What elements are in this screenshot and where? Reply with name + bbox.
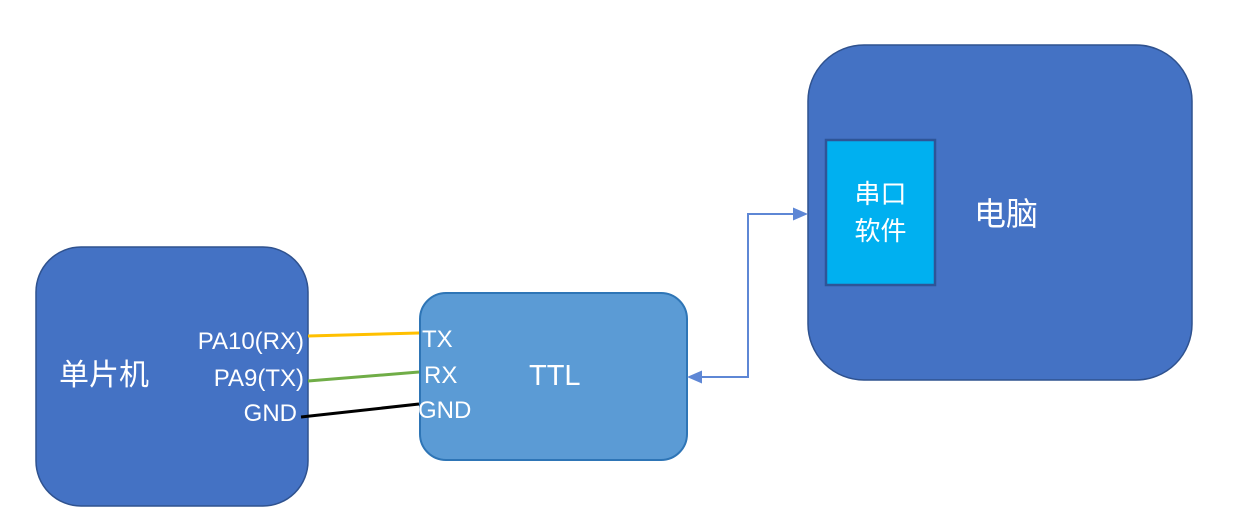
serial-software-label-line1: 串口 bbox=[854, 179, 907, 210]
ttl-pc-connector bbox=[695, 213, 800, 378]
ttl-pin-tx: TX bbox=[422, 326, 453, 353]
mcu-pin-pa10rx: PA10(RX) bbox=[197, 328, 304, 355]
pc-label: 电脑 bbox=[974, 196, 1039, 232]
serial-software-box bbox=[824, 138, 937, 287]
ttl-box bbox=[419, 292, 688, 461]
connector-arrowhead-left-icon bbox=[687, 370, 702, 384]
mcu-pin-pa9tx: PA9(TX) bbox=[213, 365, 304, 392]
wire-tx-orange bbox=[307, 331, 420, 338]
ttl-pin-rx: RX bbox=[424, 362, 458, 389]
serial-software-label: 串口 软件 bbox=[826, 140, 935, 285]
mcu-label: 单片机 bbox=[59, 359, 149, 392]
wire-rx-green bbox=[307, 370, 420, 383]
pc-box bbox=[807, 44, 1193, 381]
mcu-pin-gnd: GND bbox=[243, 400, 297, 427]
serial-software-label-line2: 软件 bbox=[854, 215, 907, 246]
mcu-box bbox=[35, 246, 309, 507]
connector-arrowhead-right-icon bbox=[793, 207, 808, 221]
ttl-pin-gnd: GND bbox=[418, 397, 472, 424]
ttl-label: TTL bbox=[529, 360, 581, 392]
wire-gnd-black bbox=[300, 402, 420, 419]
